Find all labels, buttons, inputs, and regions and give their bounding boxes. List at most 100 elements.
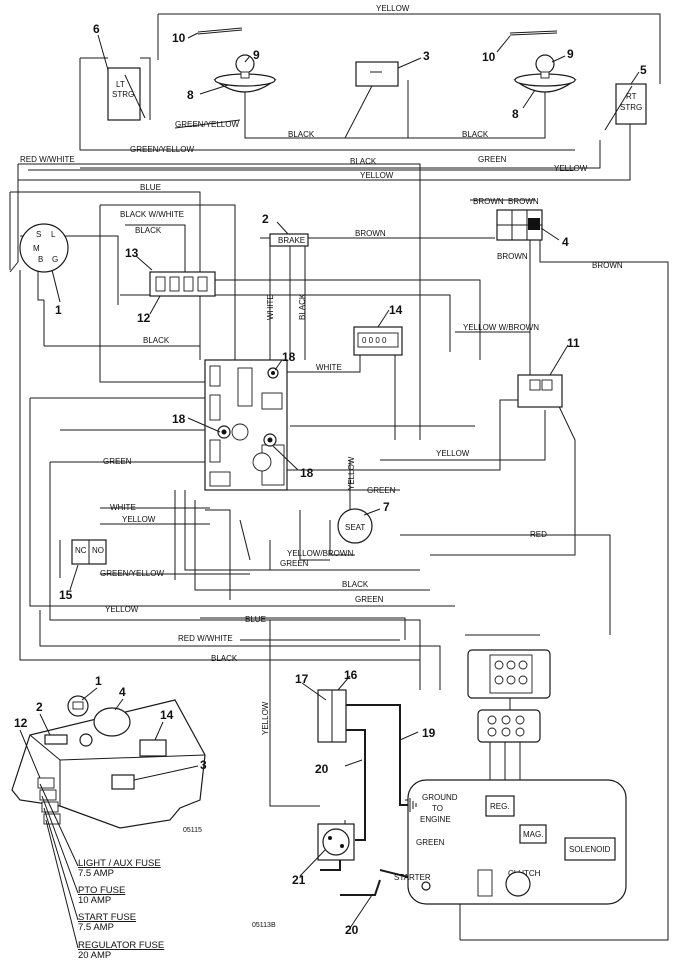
wires-yellow-brown-label: YELLOW/BROWN [287, 549, 353, 558]
wires-brown-3-label: BROWN [355, 229, 386, 238]
components-no-label: NO [92, 546, 104, 555]
wires-yellow-v-label: YELLOW [347, 456, 356, 490]
wires-yellow-w-brown-label: YELLOW W/BROWN [463, 323, 539, 332]
wires-white-v-label: WHITE [266, 294, 275, 320]
components-rt-strg-1-label: RT [626, 92, 637, 101]
callouts-n1-label: 1 [55, 303, 62, 317]
components-mag-label: MAG. [523, 830, 543, 839]
callouts-n17-label: 17 [295, 672, 309, 686]
callouts-n3-label: 3 [423, 49, 430, 63]
wires-brown-5-label: BROWN [592, 261, 623, 270]
fuse-rating-regulator: 20 AMP [78, 950, 111, 961]
callouts-inset4-label: 4 [119, 685, 126, 699]
fuse-rating-pto: 10 AMP [78, 895, 111, 906]
callout-numbers: 6 10 9 8 3 10 9 8 5 2 4 1 13 12 14 11 18… [14, 22, 647, 937]
wires-green-1-label: GREEN [478, 155, 507, 164]
components-sw-s-label: S [36, 230, 41, 239]
callouts-n11-label: 11 [567, 336, 580, 350]
callouts-n14-label: 14 [389, 303, 403, 317]
wires-black-5-label: BLACK [143, 336, 170, 345]
wires-green-yellow-1-label: GREEN/YELLOW [175, 120, 239, 129]
callouts-inset3-label: 3 [200, 758, 207, 772]
ignition-switch: S L M B G [19, 223, 69, 273]
brake-switch: BRAKE [269, 233, 309, 247]
wires-brown-2-label: BROWN [508, 197, 539, 206]
components-ground-3-label: ENGINE [420, 815, 451, 824]
wires-green-yellow-2-label: GREEN/YELLOW [130, 145, 194, 154]
wires-red-1-label: RED [530, 530, 547, 539]
wires-green-5-label: GREEN [355, 595, 384, 604]
callouts-n2-label: 2 [262, 212, 269, 226]
components-lt-strg-1-label: LT [116, 80, 125, 89]
wires-green-3-label: GREEN [367, 486, 396, 495]
wires-red-w-white-2-label: RED W/WHITE [178, 634, 233, 643]
callouts-n18a-label: 18 [282, 350, 296, 364]
wires-red-w-white-1-label: RED W/WHITE [20, 155, 75, 164]
starter-solenoid [317, 823, 355, 861]
callouts-n21-label: 21 [292, 873, 306, 887]
fuse-label-start: START FUSE [78, 912, 136, 923]
control-panel-inset: 05115 [11, 695, 206, 834]
wires-green-2-label: GREEN [103, 457, 132, 466]
wires-green-yellow-3-label: GREEN/YELLOW [100, 569, 164, 578]
wires-blue-2-label: BLUE [245, 615, 266, 624]
wires-yellow-1-label: YELLOW [360, 171, 394, 180]
components-sw-g-label: G [52, 255, 58, 264]
callouts-inset12-label: 12 [14, 716, 28, 730]
fuse-labels: LIGHT / AUX FUSE 7.5 AMP PTO FUSE 10 AMP… [78, 858, 164, 961]
components-ground-2-label: TO [432, 804, 443, 813]
wires-yellow-4-label: YELLOW [122, 515, 156, 524]
components-sw-l-label: L [51, 230, 56, 239]
engine-outline: GROUND TO ENGINE REG. MAG. SOLENOID STAR… [394, 779, 627, 905]
callouts-n8b-label: 8 [512, 107, 519, 121]
fuse-label-regulator: REGULATOR FUSE [78, 940, 164, 951]
pto-switch: NC NO [71, 539, 107, 565]
components-starter-label: STARTER [394, 873, 431, 882]
wire-labels: YELLOW GREEN/YELLOW GREEN/YELLOW BLACK B… [20, 4, 623, 847]
drawing-code: 05113B [252, 922, 276, 929]
components-lt-strg-2-label: STRG [112, 90, 134, 99]
wires-black-1-label: BLACK [288, 130, 315, 139]
connector-4 [496, 209, 543, 241]
callouts-n15-label: 15 [59, 588, 73, 602]
relay [517, 374, 563, 408]
hour-meter: 0 0 0 0 [353, 326, 403, 356]
wires-black-4-label: BLACK [135, 226, 162, 235]
callouts-n8a-label: 8 [187, 88, 194, 102]
regulator [317, 689, 347, 743]
wires-black-6-label: BLACK [342, 580, 369, 589]
wires-black-w-white-label: BLACK W/WHITE [120, 210, 184, 219]
callouts-n20b-label: 20 [345, 923, 359, 937]
wires-brown-1-label: BROWN [473, 197, 504, 206]
callouts-inset2-label: 2 [36, 700, 43, 714]
components-sw-b-label: B [38, 255, 43, 264]
callouts-n10b-label: 10 [482, 50, 496, 64]
fuse-label-pto: PTO FUSE [78, 885, 125, 896]
components-rt-strg-2-label: STRG [620, 103, 642, 112]
inset-callout-leaders [19, 687, 199, 781]
fuse-block [149, 271, 216, 297]
light-switch [355, 61, 399, 87]
components-sw-m-label: M [33, 244, 40, 253]
wires-white-1-label: WHITE [316, 363, 342, 372]
components-ground-1-label: GROUND [422, 793, 458, 802]
wires-yellow-2-label: YELLOW [554, 164, 588, 173]
callouts-n13-label: 13 [125, 246, 139, 260]
headlight-right [513, 54, 577, 100]
callouts-n7-label: 7 [383, 500, 390, 514]
callouts-n18c-label: 18 [300, 466, 314, 480]
headlight-lens-right [509, 30, 558, 36]
fuse-rating-light-aux: 7.5 AMP [78, 868, 114, 879]
callouts-n20a-label: 20 [315, 762, 329, 776]
fuse-leaders [39, 783, 79, 949]
wires-yellow-top-label: YELLOW [376, 4, 410, 13]
headlight-lens-left [197, 27, 243, 35]
callouts-n6-label: 6 [93, 22, 100, 36]
callouts-n19-label: 19 [422, 726, 436, 740]
wires-green-4-label: GREEN [280, 559, 309, 568]
components-nc-label: NC [75, 546, 87, 555]
seat-switch: SEAT [337, 508, 373, 544]
callouts-n5-label: 5 [640, 63, 647, 77]
components-seat-label: SEAT [345, 523, 365, 532]
